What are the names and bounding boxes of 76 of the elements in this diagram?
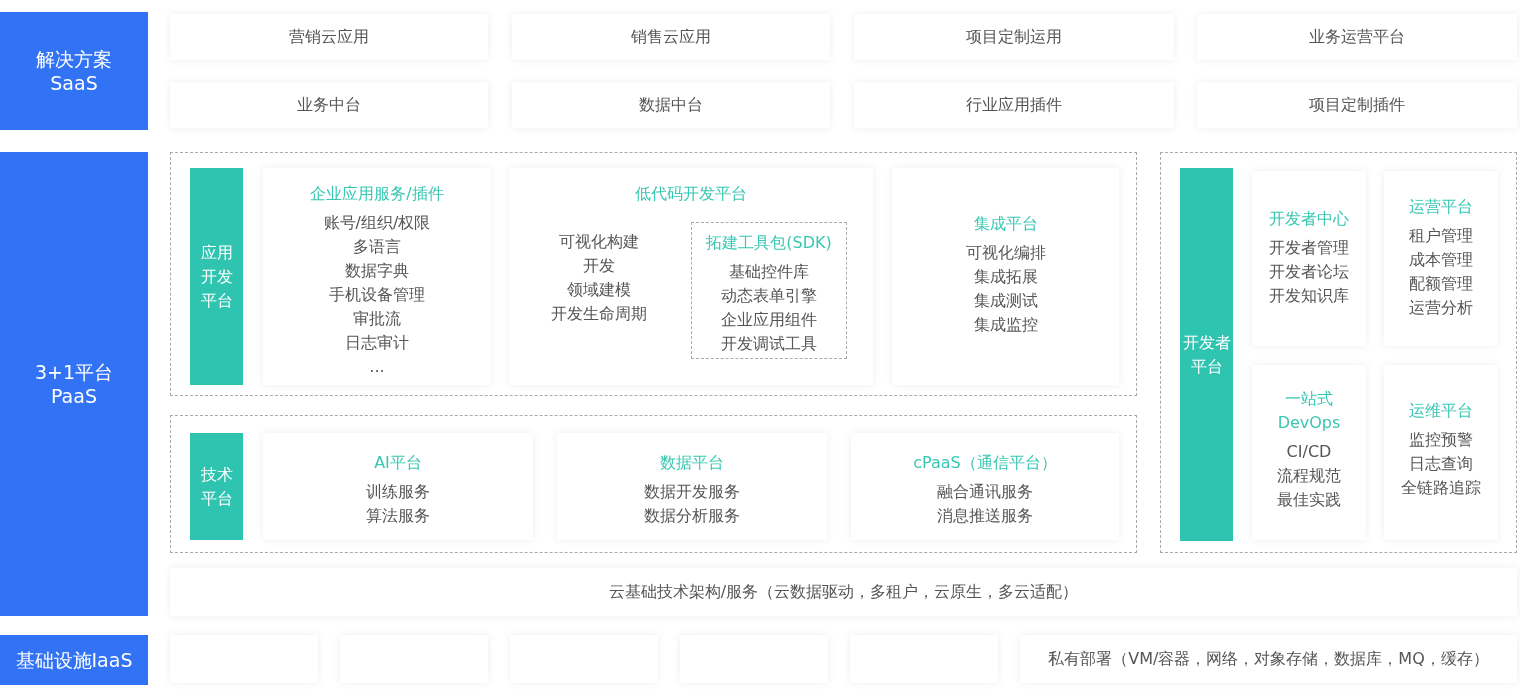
module-title: AI平台 xyxy=(373,452,423,474)
module-card xyxy=(509,168,873,385)
feature-text: 企业应用组件 xyxy=(721,309,817,331)
layer-band xyxy=(0,12,148,130)
feature-text: 审批流 xyxy=(353,308,401,330)
layer-band xyxy=(0,635,148,685)
layer-label: 解决方案 SaaS xyxy=(35,47,113,95)
feature-text: 日志审计 xyxy=(345,332,409,354)
feature-text: 算法服务 xyxy=(366,505,430,527)
feature-text: 消息推送服务 xyxy=(937,505,1033,527)
module-title: 数据平台 xyxy=(659,452,725,474)
feature-text: 开发调试工具 xyxy=(721,333,817,355)
service-label: 云基础技术架构/服务（云数据驱动，多租户，云原生，多云适配） xyxy=(608,581,1079,603)
platform-bar xyxy=(190,168,243,385)
service-label: 项目定制运用 xyxy=(966,26,1062,48)
feature-text: 领域建模 xyxy=(567,279,631,301)
group-frame xyxy=(170,415,1137,553)
service-label: 业务中台 xyxy=(297,94,361,116)
platform-label: 技术平台 xyxy=(200,463,233,510)
module-title: 开发者中心 xyxy=(1268,208,1350,230)
feature-text: 可视化编排 xyxy=(965,242,1046,264)
service-label: 私有部署（VM/容器，网络，对象存储，数据库，MQ，缓存） xyxy=(1048,648,1489,670)
module-title: 运维平台 xyxy=(1408,400,1474,422)
feature-text: 最佳实践 xyxy=(1277,489,1341,511)
feature-text: 集成监控 xyxy=(973,314,1038,336)
feature-text: 运营分析 xyxy=(1409,297,1473,319)
feature-text: 流程规范 xyxy=(1277,465,1341,487)
module-title: 集成平台 xyxy=(972,213,1039,235)
feature-text: 训练服务 xyxy=(366,481,430,503)
feature-text: 集成测试 xyxy=(973,290,1038,312)
feature-text: 数据字典 xyxy=(345,260,409,282)
feature-text: 开发知识库 xyxy=(1269,285,1349,307)
feature-text: 开发 xyxy=(583,255,615,277)
layer-label: 基础设施IaaS xyxy=(15,648,133,672)
group-frame xyxy=(691,222,847,359)
group-frame xyxy=(170,152,1137,396)
feature-text: 开发者论坛 xyxy=(1269,261,1349,283)
service-label: 项目定制插件 xyxy=(1309,94,1405,116)
feature-text: 集成拓展 xyxy=(973,266,1038,288)
feature-text: 手机设备管理 xyxy=(329,284,425,306)
platform-bar xyxy=(190,433,243,540)
feature-text: 账号/组织/权限 xyxy=(323,212,431,234)
feature-text: 可视化构建 xyxy=(559,231,639,253)
module-title: 运营平台 xyxy=(1408,196,1474,218)
feature-text: 动态表单引擎 xyxy=(721,285,817,307)
module-title: 企业应用服务/插件 xyxy=(309,183,445,205)
service-label: 业务运营平台 xyxy=(1309,26,1405,48)
feature-text: 租户管理 xyxy=(1409,225,1473,247)
feature-text: 配额管理 xyxy=(1409,273,1473,295)
feature-text: 数据分析服务 xyxy=(644,505,740,527)
feature-text: ... xyxy=(369,356,385,378)
feature-text: 日志查询 xyxy=(1409,453,1473,475)
platform-bar xyxy=(1180,168,1233,541)
service-label: 数据中台 xyxy=(639,94,703,116)
service-label: 营销云应用 xyxy=(289,26,369,48)
layer-label: 3+1平台 PaaS xyxy=(33,360,115,408)
group-frame xyxy=(1160,152,1517,553)
feature-text: 开发者管理 xyxy=(1269,237,1349,259)
feature-text: 成本管理 xyxy=(1409,249,1473,271)
feature-text: 全链路追踪 xyxy=(1401,477,1481,499)
feature-text: CI/CD xyxy=(1286,441,1332,463)
feature-text: 开发生命周期 xyxy=(551,303,647,325)
service-label: 行业应用插件 xyxy=(966,94,1062,116)
feature-text: 多语言 xyxy=(353,236,401,258)
service-label: 销售云应用 xyxy=(631,26,711,48)
module-title: 一站式 DevOps xyxy=(1276,388,1342,434)
feature-text: 数据开发服务 xyxy=(644,481,740,503)
feature-text: 融合通讯服务 xyxy=(937,481,1033,503)
platform-label: 开发者平台 xyxy=(1182,331,1231,378)
module-title: 拓建工具包(SDK) xyxy=(705,232,833,254)
platform-label: 应用开发平台 xyxy=(200,241,233,312)
layer-band xyxy=(0,152,148,616)
feature-text: 监控预警 xyxy=(1409,429,1473,451)
module-title: 低代码开发平台 xyxy=(634,183,748,205)
feature-text: 基础控件库 xyxy=(729,261,809,283)
module-title: cPaaS（通信平台） xyxy=(912,452,1058,474)
